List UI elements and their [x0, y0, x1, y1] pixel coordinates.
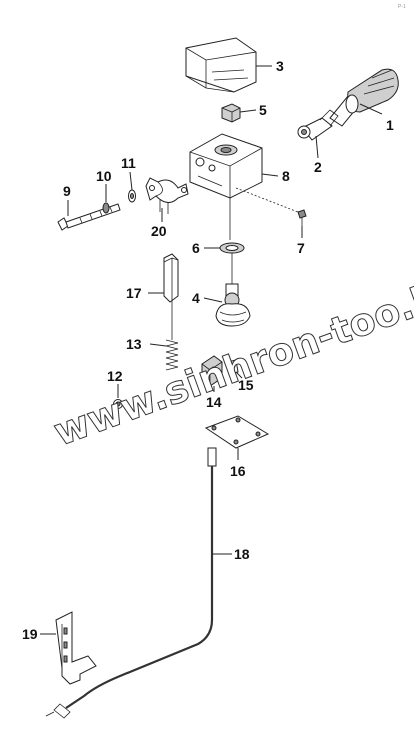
callout-3: 3 — [276, 58, 284, 74]
leader-15 — [235, 371, 243, 379]
part-9-bolt — [57, 203, 121, 231]
callout-13: 13 — [126, 336, 142, 352]
part-6-ring — [219, 242, 245, 254]
part-15-pin — [227, 359, 239, 375]
callout-18: 18 — [234, 546, 250, 562]
callout-14: 14 — [206, 394, 222, 410]
callout-1: 1 — [386, 117, 394, 133]
callout-5: 5 — [259, 102, 267, 118]
callout-19: 19 — [22, 626, 38, 642]
leader-2 — [315, 135, 319, 159]
part-7-bolt — [297, 209, 307, 226]
callout-9: 9 — [63, 183, 71, 199]
leader-13 — [149, 343, 167, 347]
callout-12: 12 — [107, 368, 123, 384]
corner-mark: P-1 — [398, 4, 406, 10]
part-10-washer — [102, 202, 110, 214]
callout-6: 6 — [192, 240, 200, 256]
part-20-bracket — [145, 177, 189, 214]
assembly-line-7 — [235, 187, 299, 213]
part-1-lever — [329, 68, 399, 127]
callout-10: 10 — [96, 168, 112, 184]
part-4-ball-joint — [215, 283, 251, 327]
part-19-bracket — [55, 611, 97, 685]
callout-2: 2 — [314, 159, 322, 175]
part-13-spring — [165, 339, 179, 371]
callout-15: 15 — [238, 377, 254, 393]
callout-16: 16 — [230, 463, 246, 479]
callout-20: 20 — [151, 223, 167, 239]
leader-1 — [359, 103, 383, 115]
part-2-joint — [297, 109, 339, 141]
leader-11 — [129, 171, 133, 191]
part-3-cover — [185, 37, 257, 93]
callout-8: 8 — [282, 168, 290, 184]
part-8-housing — [189, 133, 263, 199]
leader-4 — [203, 297, 223, 303]
leader-5 — [239, 109, 257, 113]
leader-8 — [261, 173, 279, 177]
part-17-rod — [163, 253, 179, 340]
part-16-plate — [204, 415, 270, 449]
part-12-nut — [113, 399, 123, 409]
part-14-fitting — [201, 355, 223, 387]
part-5-nut — [221, 103, 241, 123]
callout-11: 11 — [121, 155, 136, 171]
callout-7: 7 — [297, 240, 305, 256]
part-11-washer — [128, 189, 136, 203]
callout-17: 17 — [126, 285, 142, 301]
part-18-cable — [45, 447, 217, 719]
callout-4: 4 — [192, 290, 200, 306]
